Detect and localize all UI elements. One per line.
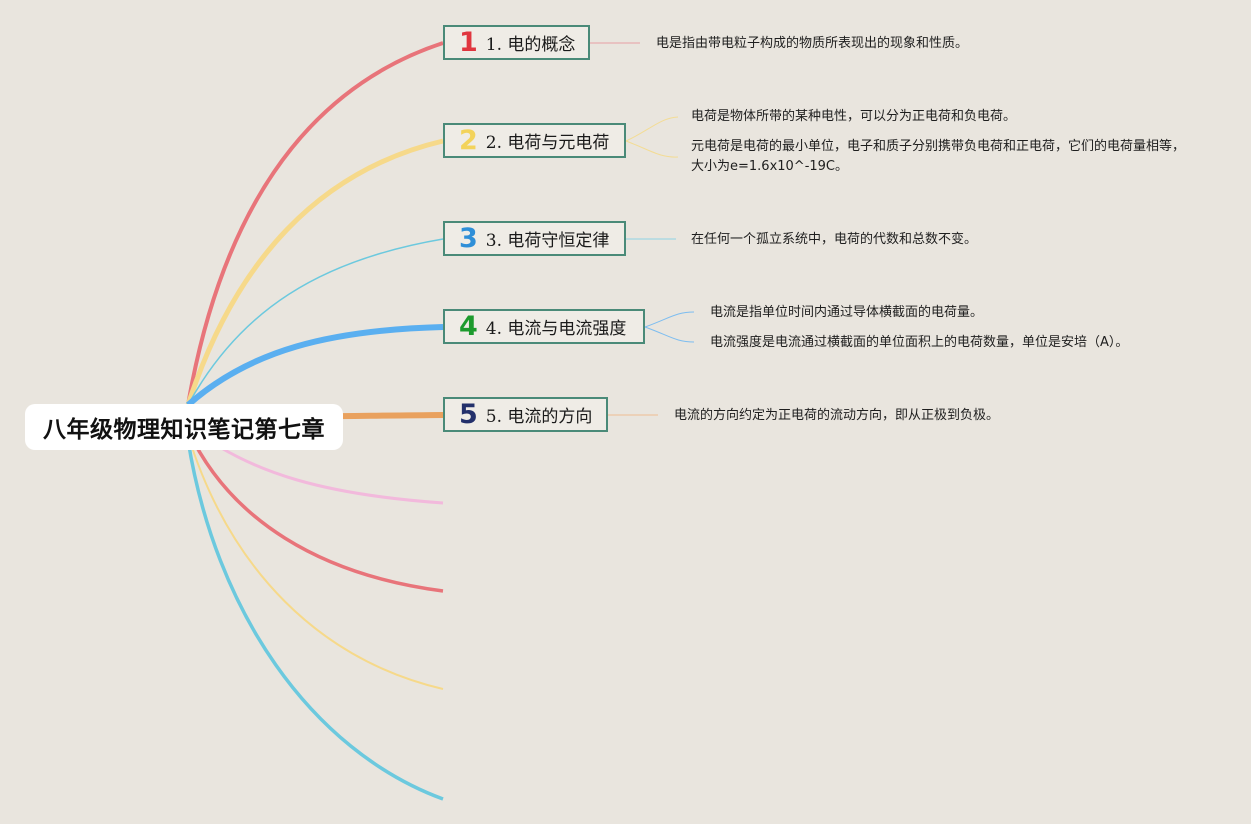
topic-2-label: 2. 电荷与元电荷	[485, 133, 610, 153]
topic-2-note-1: 电荷是物体所带的某种电性，可以分为正电荷和负电荷。	[691, 109, 1017, 124]
connector-4a	[644, 311, 695, 328]
topic-4-note-2: 电流强度是电流通过横截面的单位面积上的电荷数量，单位是安培（A）。	[710, 335, 1129, 350]
topic-5-note-1: 电流的方向约定为正电荷的流动方向，即从正极到负极。	[674, 408, 1000, 423]
branch-3	[187, 238, 444, 406]
number-4-icon: 4	[459, 311, 478, 342]
topic-5[interactable]: 5 5. 电流的方向	[443, 397, 608, 432]
connector-2b	[625, 140, 679, 158]
topic-3-note-1: 在任何一个孤立系统中，电荷的代数和总数不变。	[691, 232, 978, 247]
branch-2	[185, 138, 444, 406]
branch-8	[187, 434, 444, 690]
topic-2-note-2: 元电荷是电荷的最小单位，电子和质子分别携带负电荷和正电荷，它们的电荷量相等，大小…	[691, 139, 1186, 174]
branch-4	[186, 324, 444, 408]
number-3-icon: 3	[459, 223, 478, 254]
topic-5-label: 5. 电流的方向	[485, 407, 593, 427]
number-1-icon: 1	[459, 27, 478, 58]
connector-4b	[644, 326, 695, 343]
number-5-icon: 5	[459, 399, 478, 430]
topic-3-label: 3. 电荷守恒定律	[485, 231, 610, 251]
connector-2a	[625, 116, 679, 142]
topic-4-note-1: 电流是指单位时间内通过导体横截面的电荷量。	[710, 305, 984, 320]
topic-3[interactable]: 3 3. 电荷守恒定律	[443, 221, 626, 256]
branch-1	[186, 41, 444, 406]
branch-7	[186, 429, 444, 593]
topic-1-label: 1. 电的概念	[485, 35, 576, 55]
root-topic[interactable]: 八年级物理知识笔记第七章	[25, 404, 343, 450]
topic-1[interactable]: 1 1. 电的概念	[443, 25, 590, 60]
topic-4-label: 4. 电流与电流强度	[485, 319, 627, 339]
number-2-icon: 2	[459, 125, 478, 156]
topic-2[interactable]: 2 2. 电荷与元电荷	[443, 123, 626, 158]
branch-9	[186, 439, 444, 801]
topic-4[interactable]: 4 4. 电流与电流强度	[443, 309, 645, 344]
topic-1-note-1: 电是指由带电粒子构成的物质所表现出的现象和性质。	[656, 36, 969, 51]
